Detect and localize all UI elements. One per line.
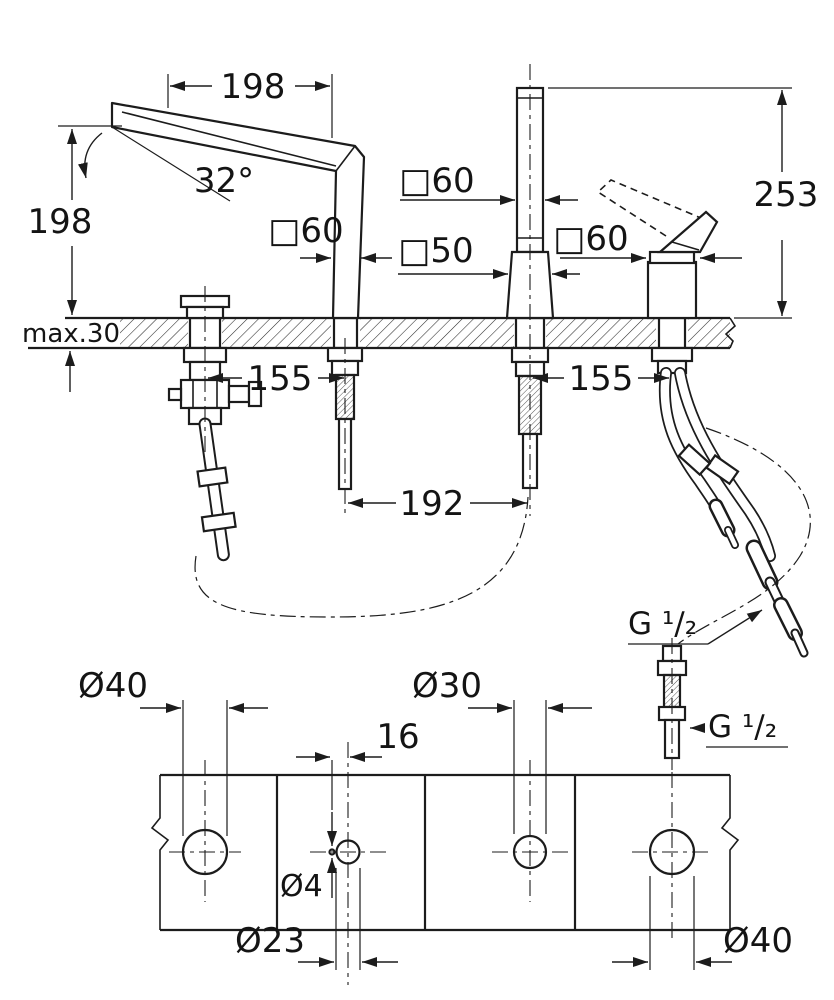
dim-label-overall-height: 253 <box>754 175 819 215</box>
dim-spout-shower-distance: 192 <box>348 484 527 524</box>
dim-shank-left: 155 <box>208 359 344 399</box>
dim-label-pin-offset: 16 <box>376 717 419 757</box>
dim-label-distance-192: 192 <box>400 484 465 524</box>
dim-label-spout-base: □60 <box>268 211 343 251</box>
dim-hole-mixer: Ø40 <box>612 876 793 970</box>
dim-deck-thickness: max.30 <box>22 319 120 392</box>
dim-mixer-square: □60 <box>553 219 742 263</box>
dim-label-spout-height: 198 <box>28 202 93 242</box>
hose-routing-loop-right <box>677 427 811 645</box>
deck-cross-section <box>28 316 737 350</box>
dim-label-mixer-square: □60 <box>553 219 628 259</box>
dim-spout-base-square: □60 <box>268 211 392 263</box>
dim-label-spout-reach: 198 <box>221 67 286 107</box>
dim-thread-lower: G ¹/₂ <box>690 709 788 748</box>
break-line-left <box>150 775 170 930</box>
shutoff-valve <box>167 286 263 562</box>
dim-label-deck-thickness: max.30 <box>22 319 120 349</box>
dim-spout-height: 198 <box>28 129 93 315</box>
plan-view-deck <box>150 742 740 985</box>
hose-routing-loop-left <box>194 496 529 618</box>
dim-label-shank-right: 155 <box>569 359 634 399</box>
single-lever-mixer <box>596 179 809 658</box>
dim-label-pin-hole: Ø4 <box>280 869 323 904</box>
dim-thread-upper: G ¹/₂ <box>628 606 763 645</box>
hose-end-connector <box>656 638 688 770</box>
mixer-flex-hoses <box>658 367 809 658</box>
dim-pin-hole: Ø4 <box>280 812 337 904</box>
dim-shank-right: 155 <box>533 359 669 399</box>
break-line-right <box>720 775 740 930</box>
dim-label-hole-shower: Ø30 <box>412 666 482 706</box>
lever-swing-dashed <box>596 179 709 237</box>
dim-label-hole-spout: Ø23 <box>235 921 305 961</box>
dim-label-shank-left: 155 <box>248 359 313 399</box>
valve-flex-hose <box>196 417 237 562</box>
dim-hole-valve: Ø40 <box>78 666 268 836</box>
dim-spout-angle: 32° <box>58 125 254 202</box>
dim-label-shower-square: □60 <box>399 161 474 201</box>
dim-label-hole-valve: Ø40 <box>78 666 148 706</box>
dim-shower-square: □60 <box>399 161 578 205</box>
mixer-lever <box>657 210 719 254</box>
dim-hole-spout: Ø23 <box>235 868 398 970</box>
dim-shower-base-square: □50 <box>398 231 580 279</box>
thread-label-lower: G ¹/₂ <box>708 709 777 745</box>
dim-label-hole-mixer: Ø40 <box>723 921 793 961</box>
dim-hole-shower: Ø30 <box>412 666 592 834</box>
dim-overall-height: 253 <box>548 87 819 319</box>
bath-spout <box>110 101 366 516</box>
dim-label-spout-angle: 32° <box>194 161 254 201</box>
dim-spout-reach: 198 <box>167 67 333 138</box>
hand-shower <box>505 64 555 516</box>
thread-label-upper: G ¹/₂ <box>628 606 697 642</box>
dim-pin-offset: 16 <box>296 717 420 810</box>
dim-label-shower-base: □50 <box>398 231 473 271</box>
